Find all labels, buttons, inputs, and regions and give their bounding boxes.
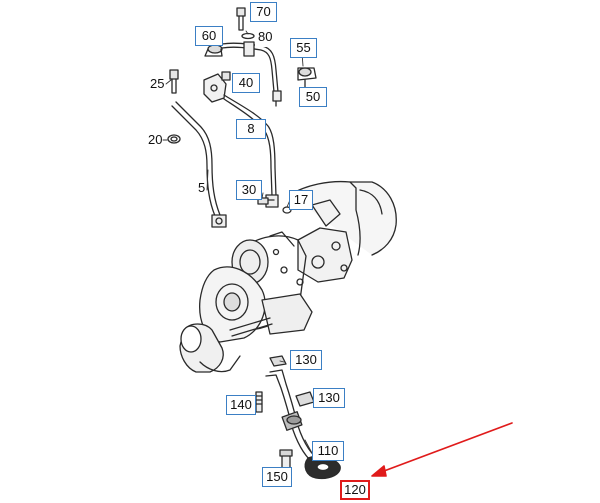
part-130-clip-upper xyxy=(269,355,287,367)
callout-150[interactable]: 150 xyxy=(262,467,292,487)
part-70-bolt xyxy=(236,7,246,31)
callout-17[interactable]: 17 xyxy=(289,190,313,210)
part-25-bolt xyxy=(169,69,179,94)
callout-140[interactable]: 140 xyxy=(226,395,256,415)
highlight-arrow xyxy=(371,422,513,477)
callout-8[interactable]: 8 xyxy=(236,119,266,139)
callout-70[interactable]: 70 xyxy=(250,2,277,22)
callout-120-highlighted[interactable]: 120 xyxy=(340,480,370,500)
part-130-clip-lower xyxy=(295,391,315,407)
callout-60[interactable]: 60 xyxy=(195,26,223,46)
callout-80[interactable]: 80 xyxy=(255,27,275,47)
label-5: 5 xyxy=(198,180,206,195)
callout-130-upper[interactable]: 130 xyxy=(290,350,322,370)
callout-40[interactable]: 40 xyxy=(232,73,260,93)
part-40-bracket xyxy=(203,71,231,103)
callout-30[interactable]: 30 xyxy=(236,180,262,200)
part-140-stud xyxy=(255,391,263,413)
part-20-seal xyxy=(167,134,181,144)
part-120-gasket xyxy=(304,455,341,480)
callout-130-lower[interactable]: 130 xyxy=(313,388,345,408)
part-5-oil-line xyxy=(171,101,227,228)
label-20: 20 xyxy=(148,132,163,147)
callout-50[interactable]: 50 xyxy=(299,87,327,107)
callout-110[interactable]: 110 xyxy=(312,441,344,461)
label-25: 25 xyxy=(150,76,165,91)
callout-55[interactable]: 55 xyxy=(290,38,317,58)
turbocharger-assembly xyxy=(179,180,397,373)
part-150-bolt xyxy=(279,449,293,471)
part-60-clip xyxy=(204,44,223,57)
